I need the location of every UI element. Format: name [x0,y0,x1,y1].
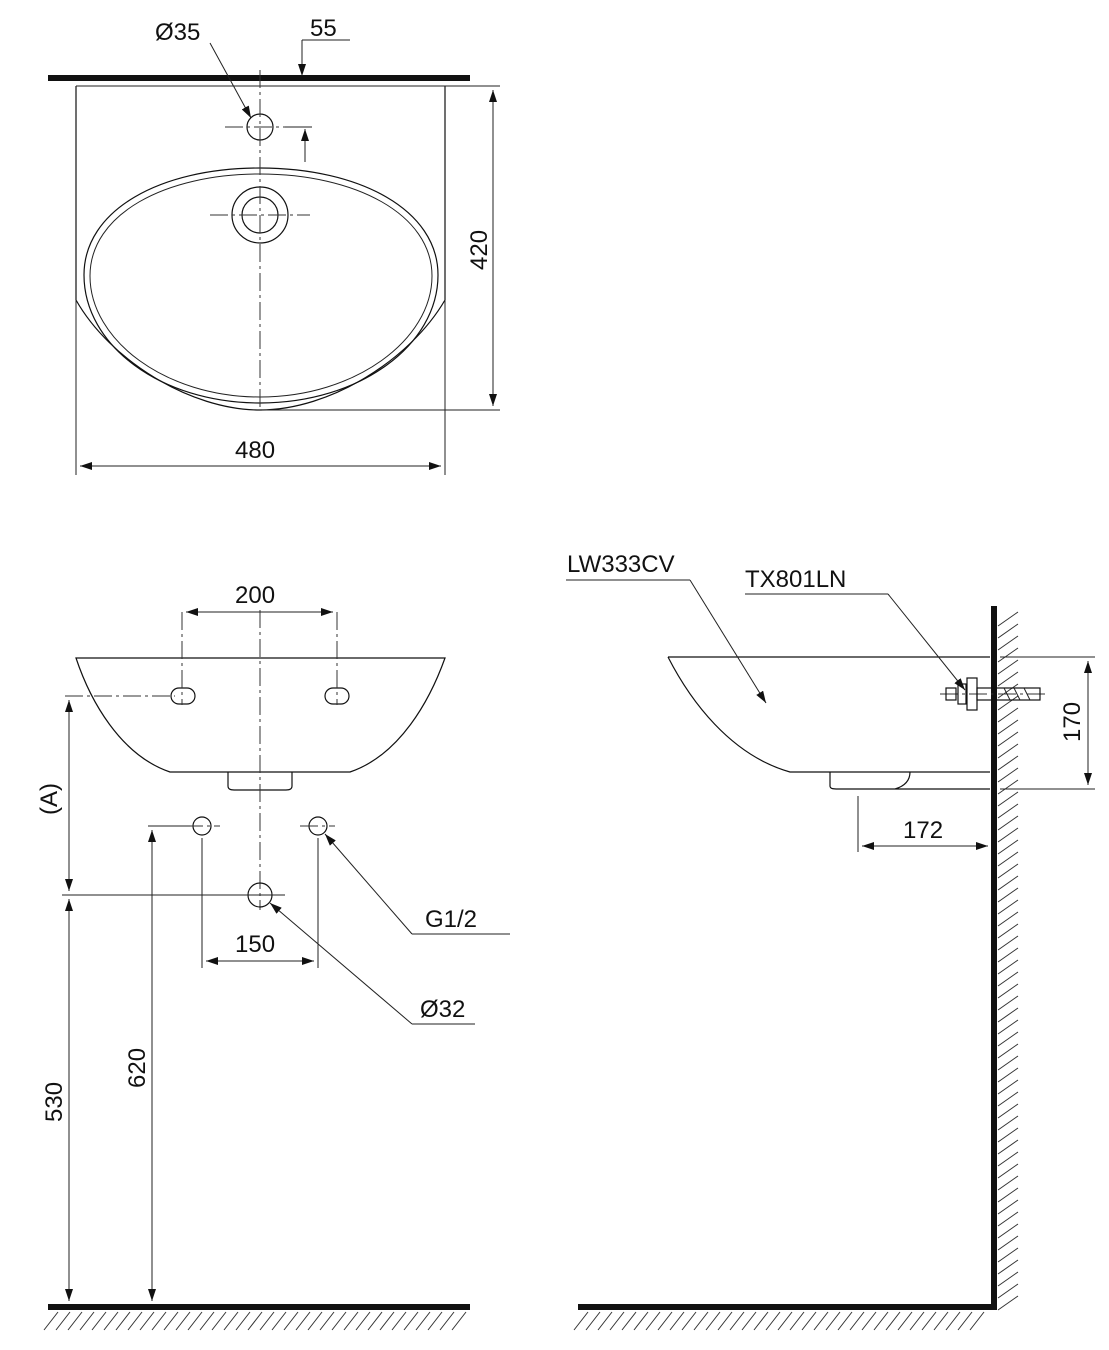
waste-height-label: 530 [41,1082,68,1122]
waste-trap-side [829,771,990,790]
tap-hole-diameter-label: Ø35 [155,19,200,46]
waste-offset-label: 172 [903,817,943,844]
bowl-outline-inner [89,173,433,398]
hole-spacing-label: 200 [235,582,275,609]
width-label: 480 [235,437,275,464]
basin-outline-side [667,656,990,773]
floor-hatch-side [573,1311,985,1331]
waste-diameter-label: Ø32 [420,996,465,1023]
front-view: 200 150 G1/2 Ø32 (A) 530 620 [36,582,510,1331]
supply-height-label: 620 [124,1048,151,1088]
basin-model-label: LW333CV [567,551,675,578]
depth-label: 420 [466,230,493,270]
top-view: Ø35 55 420 480 [48,15,500,475]
supply-spacing-label: 150 [235,931,275,958]
fixing-model-label: TX801LN [745,566,846,593]
supply-thread-label: G1/2 [425,906,477,933]
fixing-slot-left [170,687,196,705]
basin-outline-front [75,657,446,773]
height-a-label: (A) [36,783,63,815]
wall-hatch [997,611,1019,1311]
floor-hatch-front [43,1311,467,1331]
bolt-height-label: 170 [1059,702,1086,742]
side-view: LW333CV TX801LN 170 172 [566,551,1095,1331]
tap-offset-label: 55 [310,15,337,42]
